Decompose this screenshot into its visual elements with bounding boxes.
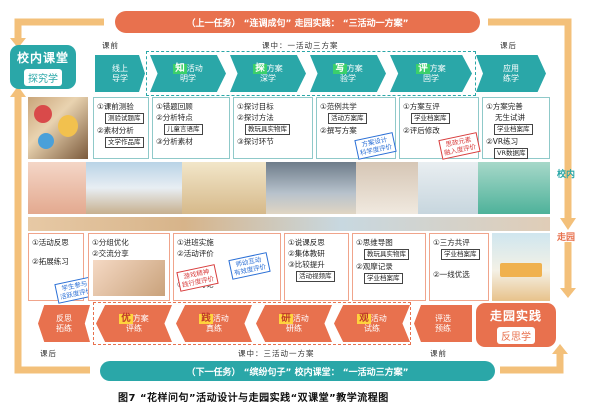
bottom-stage-post: 课后 [40,349,57,358]
bottom-mid-group [93,302,411,345]
bottom-p4-item-1: ①说课反思 [288,238,325,247]
side-label-campus: 校内 [557,170,576,180]
top-stage-post: 课后 [500,41,517,50]
top-mid-group [146,51,476,96]
bottom-p4-tag-1: 活动视频库 [296,271,335,282]
photo-classroom-materials [28,97,88,159]
top-p4-tag-1: 活动方案库 [328,113,367,124]
bottom-p2-item-1: ①分组优化 [92,238,129,247]
top-p1-tag-1: 测验试题库 [105,113,144,124]
bottom-p4-item-3: ③比较提升 [288,260,325,269]
top-p4-item-1: ①范例共学 [320,102,357,111]
bottom-panel-4: ①说课反思 ②集体教研 ③比较提升 活动视频库 [284,233,349,301]
left-box-classroom: 校内课堂 探究学 [10,45,76,89]
bottom-p5-item-2: ②观摩记录 [356,262,393,271]
top-p5-item-1: ①方案互评 [403,102,440,111]
bottom-p6-item-2: ②一线优选 [433,270,470,279]
top-panel-5: ①方案互评 学业档案库 ②评后修改 [399,97,479,159]
bottom-p3-item-2: ②活动评价 [177,249,214,258]
top-p1-item-2: ②素材分析 [97,126,134,135]
top-p3-item-3: ③探讨环节 [237,137,274,146]
top-p2-tag-1: 儿童言语库 [164,124,203,135]
top-stage-pre: 课前 [102,41,119,50]
chevron-select-practice: 评选 预练 [414,305,472,342]
bottom-stage-pre: 课前 [430,349,447,358]
top-p4-item-2: ②撰写方案 [320,126,357,135]
right-box-title: 走园实践 [489,308,542,323]
top-panel-2: ①错题回顾 ②分析特点 儿童言语库 ③分析素材 [152,97,230,159]
chevron-reflect-extend: 反思 拓练 [38,305,90,342]
bottom-p2-item-2: ②交流分享 [92,249,129,258]
left-box-title: 校内课堂 [16,50,69,65]
bottom-p5-tag-2: 学业档案库 [364,273,403,284]
top-p6-tag-1: 学业档案库 [494,124,533,135]
top-p2-item-1: ①错题回顾 [156,102,193,111]
top-p1-item-1: ①课前测验 [97,102,134,111]
chevron-research-activity: 研活动 研练 [256,305,332,342]
top-panel-3: ①探讨目标 ②探讨方法 教玩具实物库 ③探讨环节 [233,97,313,159]
chevron-optimize-plan: 优方案 评练 [96,305,172,342]
chevron-know-activity: 知活动 明学 [150,55,226,92]
top-banner: （上一任务） “连调成句” 走园实践： “三活动一方案” [115,11,480,33]
top-p3-item-1: ①探讨目标 [237,102,274,111]
bottom-p3-item-1: ①进班实施 [177,238,214,247]
chevron-apply-practice: 应用 练学 [476,55,546,92]
right-box-practice: 走园实践 反思学 [476,303,556,347]
top-stage-mid: 课中：一活动三方案 [262,41,339,50]
left-box-subtitle: 探究学 [24,68,62,86]
chevron-practice-activity: 践活动 真练 [176,305,252,342]
bottom-p5-tag-1: 教玩具实物库 [364,249,409,260]
figure-caption: 图7 “花样问句”活动设计与走园实践“双课堂”教学流程图 [118,393,389,404]
chevron-write-plan: 写方案 验学 [310,55,386,92]
side-label-kindergarten: 走园 [557,233,576,243]
top-p1-tag-2: 文学作品库 [105,137,144,148]
top-panel-1: ①课前测验 测验试题库 ②素材分析 文学作品库 [93,97,149,159]
bottom-panel-5: ①思维导图 教玩具实物库 ②观摩记录 学业档案库 [352,233,426,301]
chevron-explore-plan: 探方案 深学 [230,55,306,92]
chevron-observe-activity: 观活动 试练 [334,305,410,342]
bottom-p6-item-1: ①三方共评 [433,238,470,247]
bottom-p1-item-2: ②拓展练习 [32,257,69,266]
top-p5-tag-1: 学业档案库 [411,113,450,124]
top-p5-item-2: ②评后修改 [403,126,440,135]
bottom-p4-item-2: ②集体教研 [288,249,325,258]
top-p6-item-1: ①方案完善 [486,102,523,111]
top-p2-item-3: ③分析素材 [156,137,193,146]
bottom-panel-6: ①三方共评 学业档案库 ②一线优选 [429,233,489,301]
bottom-p6-tag-1: 学业档案库 [441,249,480,260]
chevron-online-guide: 线上 导学 [95,55,145,92]
top-p3-tag-1: 教玩具实物库 [245,124,290,135]
top-p2-item-2: ②分析特点 [156,113,193,122]
bottom-p1-item-1: ①活动反思 [32,238,69,247]
chevron-evaluate-plan: 评方案 固学 [390,55,472,92]
bottom-p5-item-1: ①思维导图 [356,238,393,247]
bottom-panel-2: ①分组优化 ②交流分享 [88,233,170,301]
photo-strip-classroom [28,162,550,214]
right-box-subtitle: 反思学 [497,326,535,344]
bottom-banner: （下一任务） “缤纷句子” 校内课堂： “一活动三方案” [100,361,495,381]
photo-strip-kindergarten [28,217,550,231]
top-p6-item-2: 无生试讲 [495,113,525,122]
top-panel-6: ①方案完善 无生试讲 学业档案库 ②VR练习 VR数据库 [482,97,550,159]
photo-kindergarten-room [492,233,550,301]
bottom-stage-mid: 课中：三活动一方案 [238,349,315,358]
top-p6-tag-2: VR数据库 [494,148,529,159]
photo-group-sharing [93,260,165,296]
top-p3-item-2: ②探讨方法 [237,113,274,122]
top-p6-item-3: ②VR练习 [486,137,519,146]
